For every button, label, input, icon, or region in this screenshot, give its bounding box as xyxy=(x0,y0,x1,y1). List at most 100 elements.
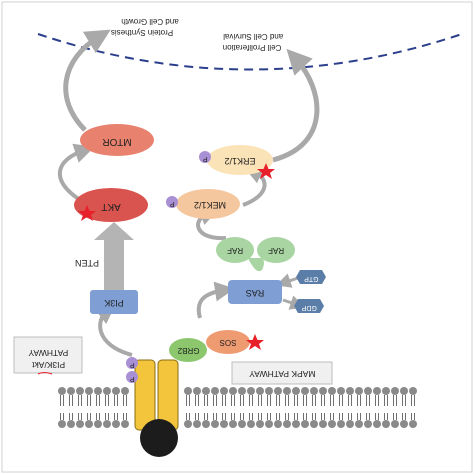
sos-star-marker-icon xyxy=(246,334,264,350)
lipid-head-inner xyxy=(256,420,264,428)
ras-node xyxy=(228,280,282,304)
lipid-head-outer xyxy=(85,387,93,395)
lipid-head-outer xyxy=(409,387,417,395)
lipid-head-inner xyxy=(301,420,309,428)
lipid-head-outer xyxy=(103,387,111,395)
pi3k-pathway-line1: PI3K/Akt xyxy=(31,360,65,370)
akt-to-mtor-arrow-icon xyxy=(58,143,95,202)
akt-star-marker-icon xyxy=(78,205,96,221)
lipid-head-inner xyxy=(319,420,327,428)
gtp-to-ras-arrow-icon xyxy=(275,273,299,288)
lipid-head-outer xyxy=(292,387,300,395)
grb2-node xyxy=(169,338,207,362)
erk-phosphate-label: P xyxy=(203,155,208,162)
mek-node xyxy=(176,189,240,219)
pi3k-label: PI3K xyxy=(104,298,124,308)
lipid-head-outer xyxy=(76,387,84,395)
receptor-phosphate-bottom-icon xyxy=(126,371,138,383)
lipid-head-outer xyxy=(310,387,318,395)
nuclear-envelope-line xyxy=(37,33,463,71)
mapk-pathway-box xyxy=(231,361,333,385)
lipid-head-outer xyxy=(364,387,372,395)
lipid-head-inner xyxy=(103,420,111,428)
akt-label: AKT xyxy=(101,201,120,212)
raf-left-node xyxy=(216,237,254,263)
lipid-head-inner xyxy=(391,420,399,428)
raf-right-node xyxy=(257,237,295,263)
lipid-head-inner xyxy=(193,420,201,428)
raf-right-label: RAF xyxy=(268,246,284,255)
lipid-head-outer xyxy=(211,387,219,395)
lipid-head-outer xyxy=(94,387,102,395)
lipid-head-inner xyxy=(274,420,282,428)
gtp-label: GTP xyxy=(304,275,319,282)
sos-label: SOS xyxy=(220,338,237,347)
lipid-head-outer xyxy=(247,387,255,395)
lipid-head-inner xyxy=(67,420,75,428)
lipid-head-outer xyxy=(346,387,354,395)
lipid-head-outer xyxy=(121,387,129,395)
lipid-head-outer xyxy=(202,387,210,395)
erk-label: ERK1/2 xyxy=(224,156,255,166)
gdp-label: GDP xyxy=(301,304,317,311)
mtor-label: MTOR xyxy=(102,136,131,147)
lipid-head-inner xyxy=(355,420,363,428)
lipid-head-inner xyxy=(238,420,246,428)
receptor-phosphate-bottom-label: P xyxy=(130,375,135,382)
lipid-head-outer xyxy=(184,387,192,395)
sos-node xyxy=(206,330,250,354)
lipid-head-inner xyxy=(121,420,129,428)
pi3k-pathway-box xyxy=(13,336,83,374)
lipid-head-outer xyxy=(355,387,363,395)
lipid-head-inner xyxy=(85,420,93,428)
erk-star-marker-icon xyxy=(257,163,275,179)
lipid-head-outer xyxy=(301,387,309,395)
lipid-head-inner xyxy=(409,420,417,428)
grb2-to-ras-arrow-icon xyxy=(196,281,235,319)
lipid-head-inner xyxy=(328,420,336,428)
lipid-head-inner xyxy=(292,420,300,428)
pi3k-underline-mark xyxy=(37,372,53,375)
lipid-head-inner xyxy=(283,420,291,428)
lipid-head-inner xyxy=(265,420,273,428)
lipid-head-outer xyxy=(238,387,246,395)
lipid-head-outer xyxy=(229,387,237,395)
lipid-head-inner xyxy=(184,420,192,428)
lipid-head-inner xyxy=(373,420,381,428)
lipid-head-inner xyxy=(76,420,84,428)
lipid-head-inner xyxy=(382,420,390,428)
lipid-head-inner xyxy=(94,420,102,428)
grb2-label: GRB2 xyxy=(177,346,199,355)
mek-phosphate-label: P xyxy=(170,200,175,207)
mtor-to-growth-arrow-icon xyxy=(63,29,111,132)
pi3k-pathway-line2: PATHWAY xyxy=(28,348,68,358)
lipid-head-outer xyxy=(400,387,408,395)
pi3k-to-akt-arrow-icon xyxy=(94,222,134,292)
lipid-head-inner xyxy=(229,420,237,428)
lipid-head-outer xyxy=(283,387,291,395)
ligand-icon xyxy=(140,419,178,457)
gtp-node xyxy=(296,270,326,284)
lipid-head-outer xyxy=(58,387,66,395)
lipid-head-inner xyxy=(112,420,120,428)
outcome-survival-line1: and Cell Survival xyxy=(223,32,283,41)
mapk-pathway-label: MAPK PATHWAY xyxy=(249,369,316,379)
lipid-head-outer xyxy=(256,387,264,395)
lipid-head-outer xyxy=(112,387,120,395)
lipid-head-outer xyxy=(337,387,345,395)
erk-to-survival-arrow-icon xyxy=(272,48,320,163)
lipid-head-outer xyxy=(391,387,399,395)
lipid-head-inner xyxy=(310,420,318,428)
lipid-head-inner xyxy=(364,420,372,428)
lipid-head-inner xyxy=(220,420,228,428)
raf-left-label: RAF xyxy=(227,246,243,255)
lipid-head-inner xyxy=(58,420,66,428)
gdp-node xyxy=(294,299,324,313)
lipid-head-inner xyxy=(346,420,354,428)
lipid-head-outer xyxy=(382,387,390,395)
lipid-head-inner xyxy=(202,420,210,428)
cell-membrane xyxy=(58,387,417,428)
erk-phosphate-icon xyxy=(199,151,211,163)
lipid-head-outer xyxy=(193,387,201,395)
outcome-growth-line1: and Cell Growth xyxy=(121,17,178,26)
